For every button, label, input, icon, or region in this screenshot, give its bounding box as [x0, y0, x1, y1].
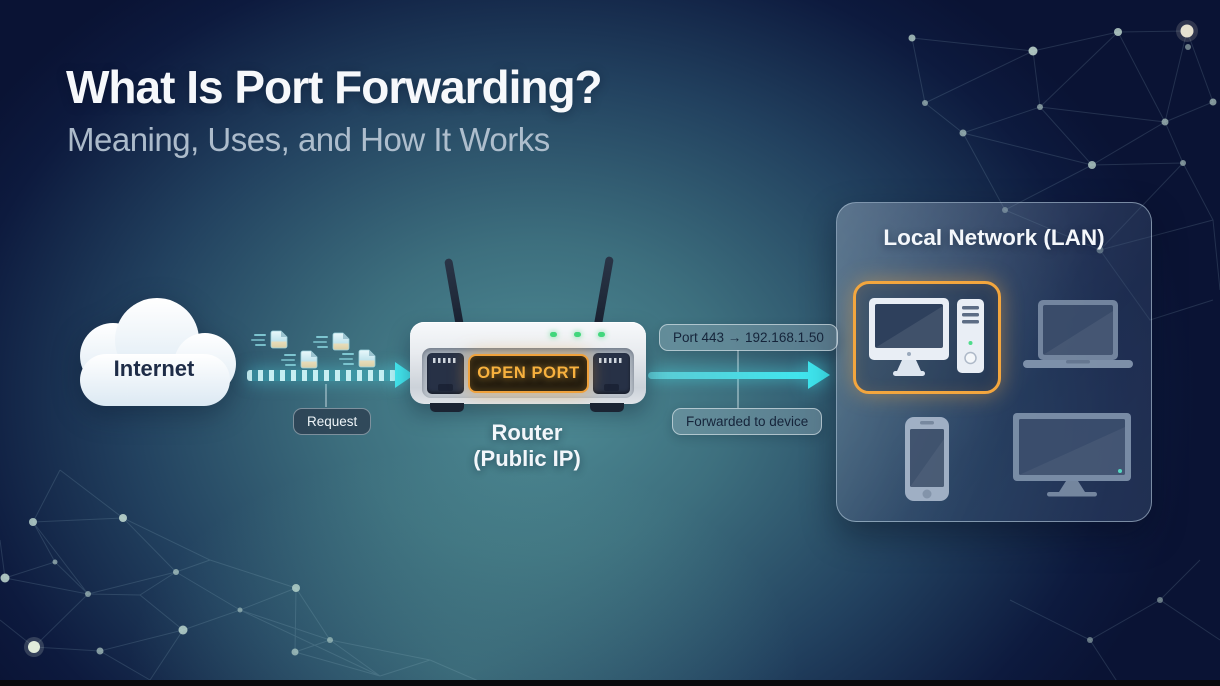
forwarded-badge: Forwarded to device [672, 408, 823, 435]
ethernet-port-icon [427, 353, 464, 394]
router-foot [430, 403, 464, 412]
data-packets [251, 330, 376, 369]
request-arrowhead-icon [395, 362, 414, 388]
lan-panel: Local Network (LAN) [836, 202, 1152, 522]
bottom-letterbox-bar [0, 680, 1220, 686]
packet-icon [251, 330, 376, 369]
open-port-display: OPEN PORT [468, 354, 589, 393]
router-icon: OPEN PORT [400, 248, 660, 418]
forward-arrow [648, 372, 811, 379]
laptop-icon [1023, 300, 1133, 368]
smart-tv-icon [1013, 413, 1131, 497]
open-port-label: OPEN PORT [477, 364, 580, 382]
lan-title: Local Network (LAN) [883, 225, 1105, 250]
smartphone-icon [905, 417, 949, 501]
page-title: What Is Port Forwarding? [66, 61, 603, 113]
router-label-line2: (Public IP) [473, 446, 581, 471]
router-label: Router (Public IP) [432, 420, 622, 472]
cloud-icon [80, 298, 236, 406]
request-connector-line [325, 384, 327, 407]
mapping-connector-line [737, 350, 739, 408]
router-foot [590, 403, 624, 412]
router-label-line1: Router [491, 420, 563, 445]
internet-label: Internet [113, 356, 195, 381]
router-status-leds [550, 332, 605, 337]
forward-arrowhead-icon [808, 361, 830, 389]
ethernet-port-icon [593, 353, 630, 394]
port-mapping-badge: Port 443 → 192.168.1.50 [659, 324, 838, 351]
request-badge: Request [293, 408, 372, 435]
request-arrow [247, 370, 397, 381]
target-device-highlight [853, 281, 1001, 394]
desktop-computer-icon [869, 297, 984, 376]
internet-cloud: Internet [55, 296, 253, 418]
page-subtitle: Meaning, Uses, and How It Works [67, 121, 550, 158]
